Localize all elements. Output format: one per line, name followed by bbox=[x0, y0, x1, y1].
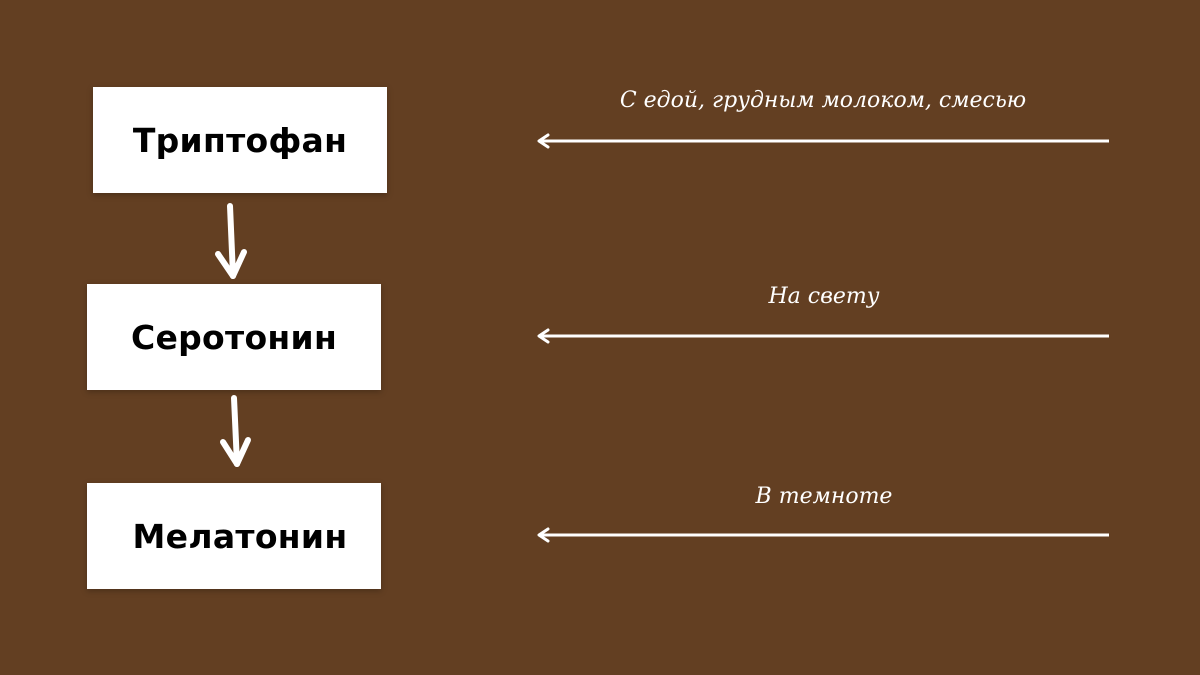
arrow-left-icon bbox=[537, 527, 1109, 543]
arrow-down-icon bbox=[215, 203, 247, 279]
step-box-serotonin: Серотонин bbox=[87, 284, 381, 390]
step-box-tryptophan: Триптофан bbox=[93, 87, 387, 193]
condition-label-dark: В темноте bbox=[755, 484, 893, 509]
arrow-left-icon bbox=[537, 133, 1109, 149]
step-label: Мелатонин bbox=[132, 516, 348, 556]
condition-label-light: На свету bbox=[768, 284, 880, 309]
arrow-left-icon bbox=[537, 328, 1109, 344]
step-label: Триптофан bbox=[132, 120, 348, 160]
step-box-melatonin: Мелатонин bbox=[87, 483, 381, 589]
step-label: Серотонин bbox=[130, 317, 338, 357]
condition-label-food: С едой, грудным молоком, смесью bbox=[619, 88, 1027, 113]
arrow-down-icon bbox=[220, 395, 251, 467]
